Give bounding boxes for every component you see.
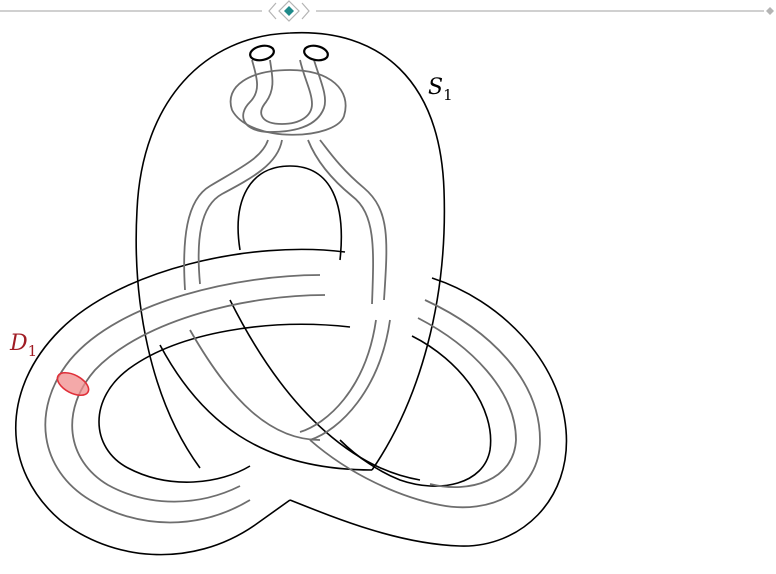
tube-curves — [44, 139, 541, 524]
hole-right — [339, 335, 492, 487]
divider-ornament-icon — [268, 0, 310, 22]
rule-end-diamond-icon — [766, 7, 774, 15]
header-rule — [0, 0, 774, 22]
band-cross-edge — [159, 299, 421, 481]
disk-d1 — [56, 371, 90, 397]
lobe-right-outer — [289, 277, 568, 547]
disk-label-d1: D1 — [9, 331, 37, 360]
surface-label-s1: S1 — [428, 75, 453, 104]
tube-ends — [229, 44, 347, 136]
lobe-left-outer — [14, 248, 346, 556]
hole-top — [237, 165, 343, 261]
tube-opening-left — [249, 44, 275, 62]
surface-outline — [135, 31, 446, 471]
hole-left — [98, 323, 351, 483]
tube-opening-right — [303, 44, 329, 62]
